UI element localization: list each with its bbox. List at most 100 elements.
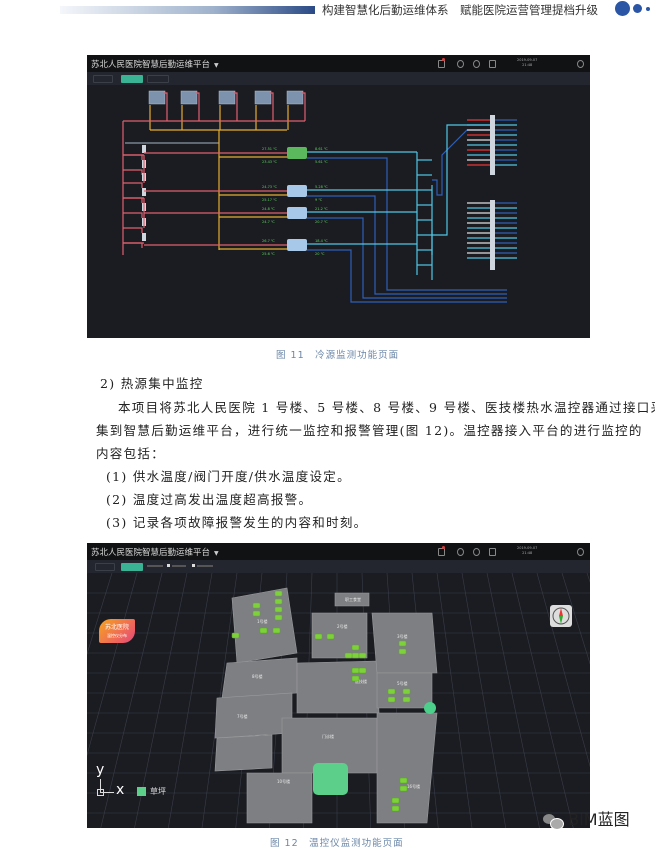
tab-1[interactable] xyxy=(95,563,115,571)
temperature-reading: 25.17 ℃ xyxy=(262,198,277,202)
thermostat-marker xyxy=(351,675,360,682)
figure-11-caption: 图 11 冷源监测功能页面 xyxy=(276,350,400,361)
alarm-icon[interactable] xyxy=(438,548,445,556)
pipe-pump xyxy=(123,227,143,233)
app-title-dropdown[interactable]: 苏北人民医院智慧后勤运维平台▼ xyxy=(91,58,219,70)
app-title: 苏北人民医院智慧后勤运维平台 xyxy=(91,60,211,70)
calendar-icon[interactable] xyxy=(489,60,496,68)
thermostat-marker xyxy=(399,785,408,792)
lawn xyxy=(313,763,348,795)
thermostat-marker xyxy=(402,696,411,703)
badge-subtitle: 温控仪分布 xyxy=(107,633,127,638)
thermostat-marker xyxy=(274,614,283,621)
temperature-reading: 5.28 ℃ xyxy=(315,185,328,189)
watermark: BIM蓝图 xyxy=(543,806,630,830)
paragraph-line-2: 集到智慧后勤运维平台，进行统一监控和报警管理(图 12)。温控器接入平台的进行监… xyxy=(96,423,643,438)
pipe-pump xyxy=(123,154,143,160)
view-icon[interactable] xyxy=(457,548,464,556)
cooling-pipe-diagram: 27.51 ℃23.43 ℃8.61 ℃5.61 ℃24.73 ℃25.17 ℃… xyxy=(122,90,517,303)
tab-3[interactable] xyxy=(147,75,169,83)
axis-y-label: y xyxy=(96,762,105,778)
temperature-reading: 18.4 ℃ xyxy=(315,239,328,243)
filter-checkbox-2-label xyxy=(197,565,213,567)
building-label: 16号楼 xyxy=(407,783,420,789)
running-header-text: 构建智慧化后勤运维体系 赋能医院运营管理提档升级 xyxy=(322,3,598,17)
cooling-tower xyxy=(148,90,166,105)
grid-line xyxy=(586,573,590,583)
grid-line xyxy=(511,573,574,828)
settings-icon[interactable] xyxy=(577,548,584,556)
cooling-tower xyxy=(254,90,272,105)
building xyxy=(296,660,380,714)
building xyxy=(214,692,293,739)
thermostat-marker xyxy=(314,633,323,640)
axis-origin xyxy=(97,789,104,796)
thermostat-marker xyxy=(358,652,367,659)
filter-checkbox-2[interactable] xyxy=(192,564,195,567)
axis-y-line xyxy=(100,779,101,793)
thermostat-marker xyxy=(387,696,396,703)
temperature-reading: 9 ℃ xyxy=(315,198,322,202)
pump xyxy=(142,188,146,196)
temperature-reading: 27.51 ℃ xyxy=(262,147,277,151)
campus-badge: 苏北医院 温控仪分布 xyxy=(99,619,135,643)
building xyxy=(214,734,273,772)
calendar-icon[interactable] xyxy=(489,548,496,556)
manifold-lower xyxy=(490,200,495,270)
cooling-tower xyxy=(180,90,198,105)
tab-1[interactable] xyxy=(93,75,113,83)
grid-line xyxy=(87,573,113,655)
pipe-chilled-return xyxy=(307,157,507,291)
temperature-reading: 25.6 ℃ xyxy=(262,252,275,256)
grid-line xyxy=(134,573,188,828)
filter-checkbox-1[interactable] xyxy=(167,564,170,567)
power-icon[interactable] xyxy=(473,548,480,556)
thermostat-marker xyxy=(387,688,396,695)
building-label: 2号楼 xyxy=(337,623,348,629)
grid-line xyxy=(536,573,590,768)
temperature-reading: 24.73 ℃ xyxy=(262,185,277,189)
pipe-hot xyxy=(234,92,238,121)
app-title-dropdown[interactable]: 苏北人民医院智慧后勤运维平台▼ xyxy=(91,546,219,558)
legend-swatch-lawn xyxy=(137,787,146,796)
tab-2-active[interactable] xyxy=(121,75,143,83)
compass-button[interactable] xyxy=(550,605,572,627)
pipe-pump xyxy=(123,182,143,188)
list-item-1: (1) 供水温度/阀门开度/供水温度设定。 xyxy=(106,469,351,484)
thermostat-marker xyxy=(259,627,268,634)
building-label: 5号楼 xyxy=(397,680,408,686)
thermostat-marker xyxy=(398,648,407,655)
pipe-chilled-return xyxy=(307,249,507,303)
thermostat-marker xyxy=(351,644,360,651)
temperature-reading: 23.43 ℃ xyxy=(262,160,277,164)
thermostat-marker xyxy=(274,606,283,613)
status-circle xyxy=(424,702,436,714)
view-icon[interactable] xyxy=(457,60,464,68)
alarm-icon[interactable] xyxy=(438,60,445,68)
filter-checkbox-1-label xyxy=(172,565,186,567)
pipe-pump xyxy=(123,169,143,175)
pipe-chilled-return xyxy=(307,195,507,295)
chiller xyxy=(287,147,307,159)
building xyxy=(376,712,438,824)
settings-icon[interactable] xyxy=(577,60,584,68)
thermostat-marker xyxy=(252,602,261,609)
grid-line xyxy=(461,573,507,828)
figure-12-caption: 图 12 温控仪监测功能页面 xyxy=(270,838,404,849)
building-label: 1号楼 xyxy=(257,618,268,624)
temperature-reading: 21.2 ℃ xyxy=(315,207,328,211)
power-icon[interactable] xyxy=(473,60,480,68)
tab-2-active[interactable] xyxy=(121,563,143,571)
thermostat-marker xyxy=(274,598,283,605)
grid-line xyxy=(167,573,213,828)
grid-line xyxy=(436,573,473,828)
thermostat-marker xyxy=(391,805,400,812)
pipe-hot xyxy=(196,92,200,121)
grid-line xyxy=(486,573,540,828)
thermostat-marker xyxy=(398,640,407,647)
wechat-icon xyxy=(543,813,564,830)
